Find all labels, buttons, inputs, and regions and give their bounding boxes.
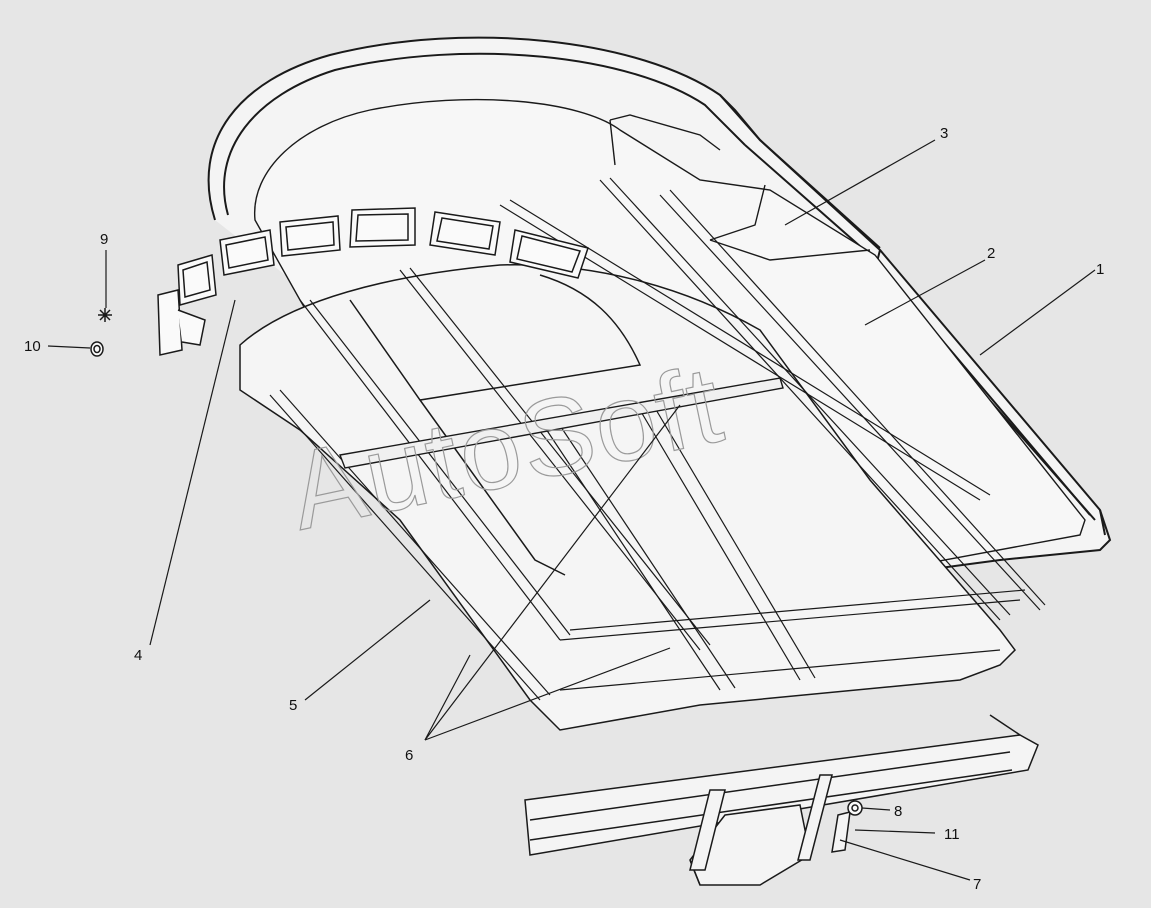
lamp-units xyxy=(157,207,589,356)
cross-bar xyxy=(339,377,784,469)
callout-6: 6 xyxy=(405,747,413,764)
mounting-bracket xyxy=(524,714,1039,886)
small-fasteners xyxy=(90,308,863,816)
bolt-icon xyxy=(98,308,112,322)
callout-3: 3 xyxy=(940,125,948,142)
nut-icon xyxy=(90,341,104,357)
callout-2: 2 xyxy=(987,245,995,262)
lamp-unit xyxy=(349,207,416,248)
lamp-unit xyxy=(219,229,275,276)
washer-icon xyxy=(847,800,863,816)
callouts: 1 2 3 4 5 6 7 8 9 10 11 xyxy=(24,125,1104,893)
callout-11: 11 xyxy=(944,826,960,843)
lamp-unit xyxy=(429,211,501,256)
callout-5: 5 xyxy=(289,697,297,714)
callout-7: 7 xyxy=(973,876,981,893)
leader-lines xyxy=(47,139,1096,881)
lamp-unit xyxy=(509,229,589,279)
lamp-unit xyxy=(177,254,217,306)
lamp-unit xyxy=(157,289,206,356)
roof-rails xyxy=(269,177,1046,701)
callout-1: 1 xyxy=(1096,261,1104,278)
callout-4: 4 xyxy=(134,647,142,664)
callout-10: 10 xyxy=(24,338,41,355)
lamp-unit xyxy=(279,215,341,257)
callout-9: 9 xyxy=(100,231,108,248)
callout-8: 8 xyxy=(894,803,902,820)
